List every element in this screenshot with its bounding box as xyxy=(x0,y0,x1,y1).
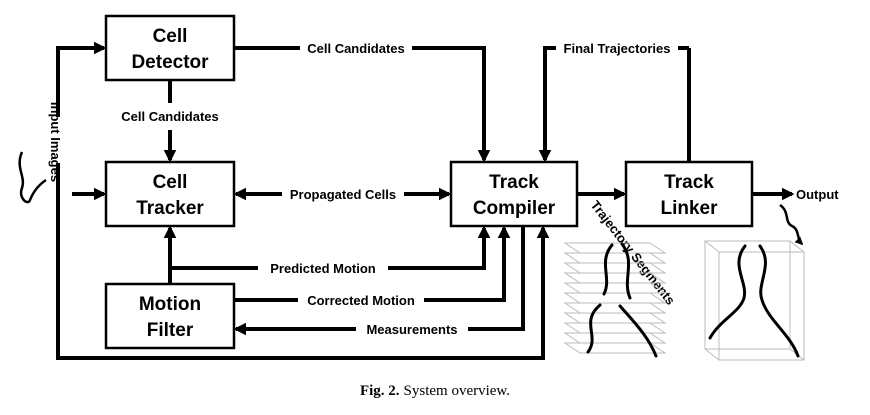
input-to-detector-arrow xyxy=(56,41,107,117)
figure-caption-label: Fig. 2. xyxy=(359,383,400,399)
motion-filter-title-line2: Filter xyxy=(147,320,194,341)
trajectory-segment-1 xyxy=(602,243,614,296)
trajectory-segments-illustration xyxy=(563,242,667,358)
final-trajectories-to-compiler-arrow xyxy=(538,46,556,163)
cell-detector-title-line2: Detector xyxy=(131,52,209,73)
figure-caption-text: System overview. xyxy=(403,383,511,399)
track-compiler-title-line2: Compiler xyxy=(473,198,556,219)
predicted-motion-to-compiler-arrow xyxy=(388,225,491,270)
track-compiler-title-line1: Track xyxy=(489,172,539,193)
track-compiler-box: Track Compiler xyxy=(449,160,579,228)
label-predicted-motion: Predicted Motion xyxy=(270,261,376,276)
final-trajectory-2 xyxy=(758,244,800,358)
cell-tracker-box: Cell Tracker xyxy=(104,160,236,228)
trajectory-segment-4 xyxy=(618,304,658,358)
track-linker-box: Track Linker xyxy=(624,160,754,228)
cell-tracker-title-line1: Cell xyxy=(153,172,188,193)
measurements-from-compiler-line xyxy=(468,226,525,331)
motion-filter-box: Motion Filter xyxy=(104,282,236,350)
track-linker-title-line2: Linker xyxy=(660,198,718,219)
label-final-trajectories: Final Trajectories xyxy=(564,41,671,56)
label-input-images: Input Images xyxy=(48,102,63,182)
cell-detector-title-line1: Cell xyxy=(153,26,188,47)
input-to-compiler-arrow xyxy=(56,163,550,360)
system-overview-diagram: Cell Detector Cell Tracker Motion Filter… xyxy=(18,14,839,361)
cell-tracker-title-line2: Tracker xyxy=(136,198,204,219)
label-cell-candidates-mid: Cell Candidates xyxy=(121,109,219,124)
final-trajectory-1 xyxy=(708,244,747,340)
trajectory-segment-3 xyxy=(586,303,602,354)
label-cell-candidates-top: Cell Candidates xyxy=(307,41,405,56)
corrected-motion-to-compiler-arrow xyxy=(424,225,511,302)
input-squiggle-icon xyxy=(18,151,47,204)
label-measurements: Measurements xyxy=(366,322,457,337)
cell-candidates-to-compiler-arrow xyxy=(412,46,491,163)
final-trajectories-illustration xyxy=(704,240,805,361)
track-linker-title-line1: Track xyxy=(664,172,714,193)
label-output: Output xyxy=(796,187,839,202)
motion-filter-title-line1: Motion xyxy=(139,294,201,315)
output-squiggle-icon xyxy=(779,203,804,246)
label-corrected-motion: Corrected Motion xyxy=(307,293,415,308)
trajectory-segment-2 xyxy=(620,242,632,300)
cell-detector-box: Cell Detector xyxy=(104,14,236,82)
label-propagated-cells: Propagated Cells xyxy=(290,187,396,202)
figure-caption: Fig. 2. System overview. xyxy=(0,382,870,400)
